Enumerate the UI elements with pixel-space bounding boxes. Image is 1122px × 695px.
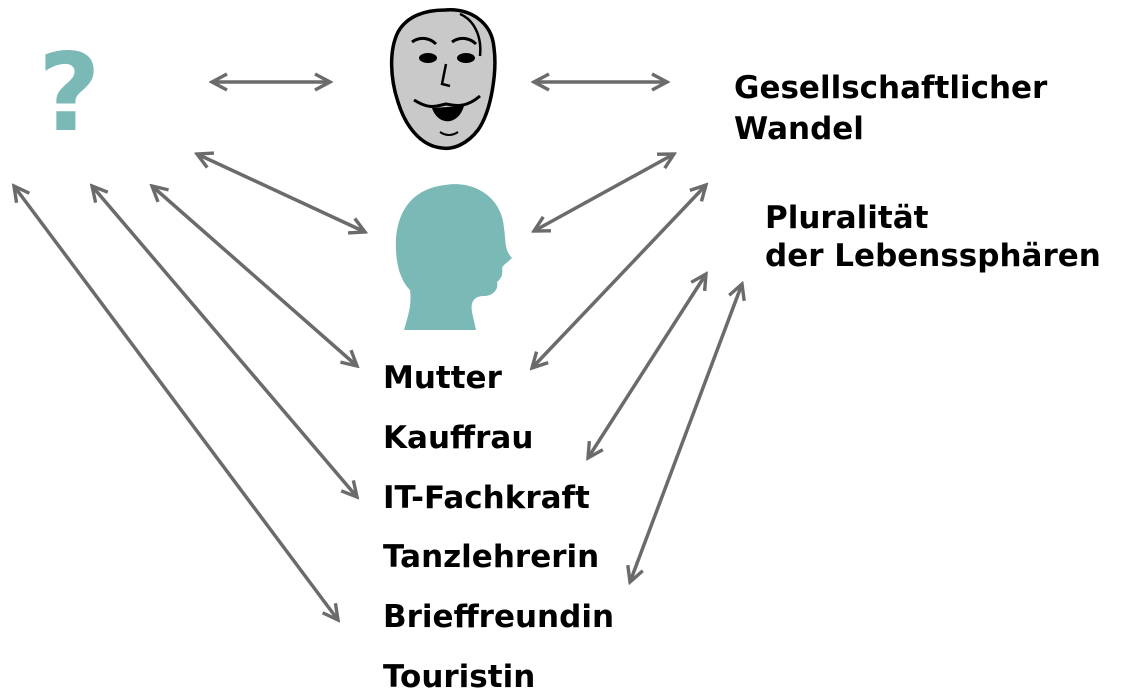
- question-mark: ?: [38, 31, 101, 156]
- plurality-label-line1: Pluralität: [765, 200, 929, 236]
- head-silhouette-icon: [395, 184, 512, 330]
- theater-mask-icon: [389, 8, 497, 151]
- role-it-fachkraft: IT-Fachkraft: [383, 480, 590, 516]
- role-tanzlehrerin: Tanzlehrerin: [383, 539, 600, 575]
- role-touristin: Touristin: [383, 659, 536, 695]
- arrow-question-brieffreundin: [14, 186, 338, 620]
- role-kauffrau: Kauffrau: [383, 420, 534, 456]
- society-label-line1: Gesellschaftlicher: [734, 70, 1048, 106]
- arrows: [14, 82, 742, 620]
- arrow-question-head: [197, 154, 365, 232]
- arrow-society-head: [534, 154, 674, 231]
- role-brieffreundin: Brieffreundin: [383, 599, 615, 635]
- plurality-label-line2: der Lebenssphären: [765, 238, 1101, 274]
- arrow-plurality-mutter: [532, 185, 706, 368]
- arrow-plurality-tanzlehrerin: [630, 284, 742, 582]
- society-label-line2: Wandel: [734, 111, 864, 147]
- role-mutter: Mutter: [383, 360, 502, 396]
